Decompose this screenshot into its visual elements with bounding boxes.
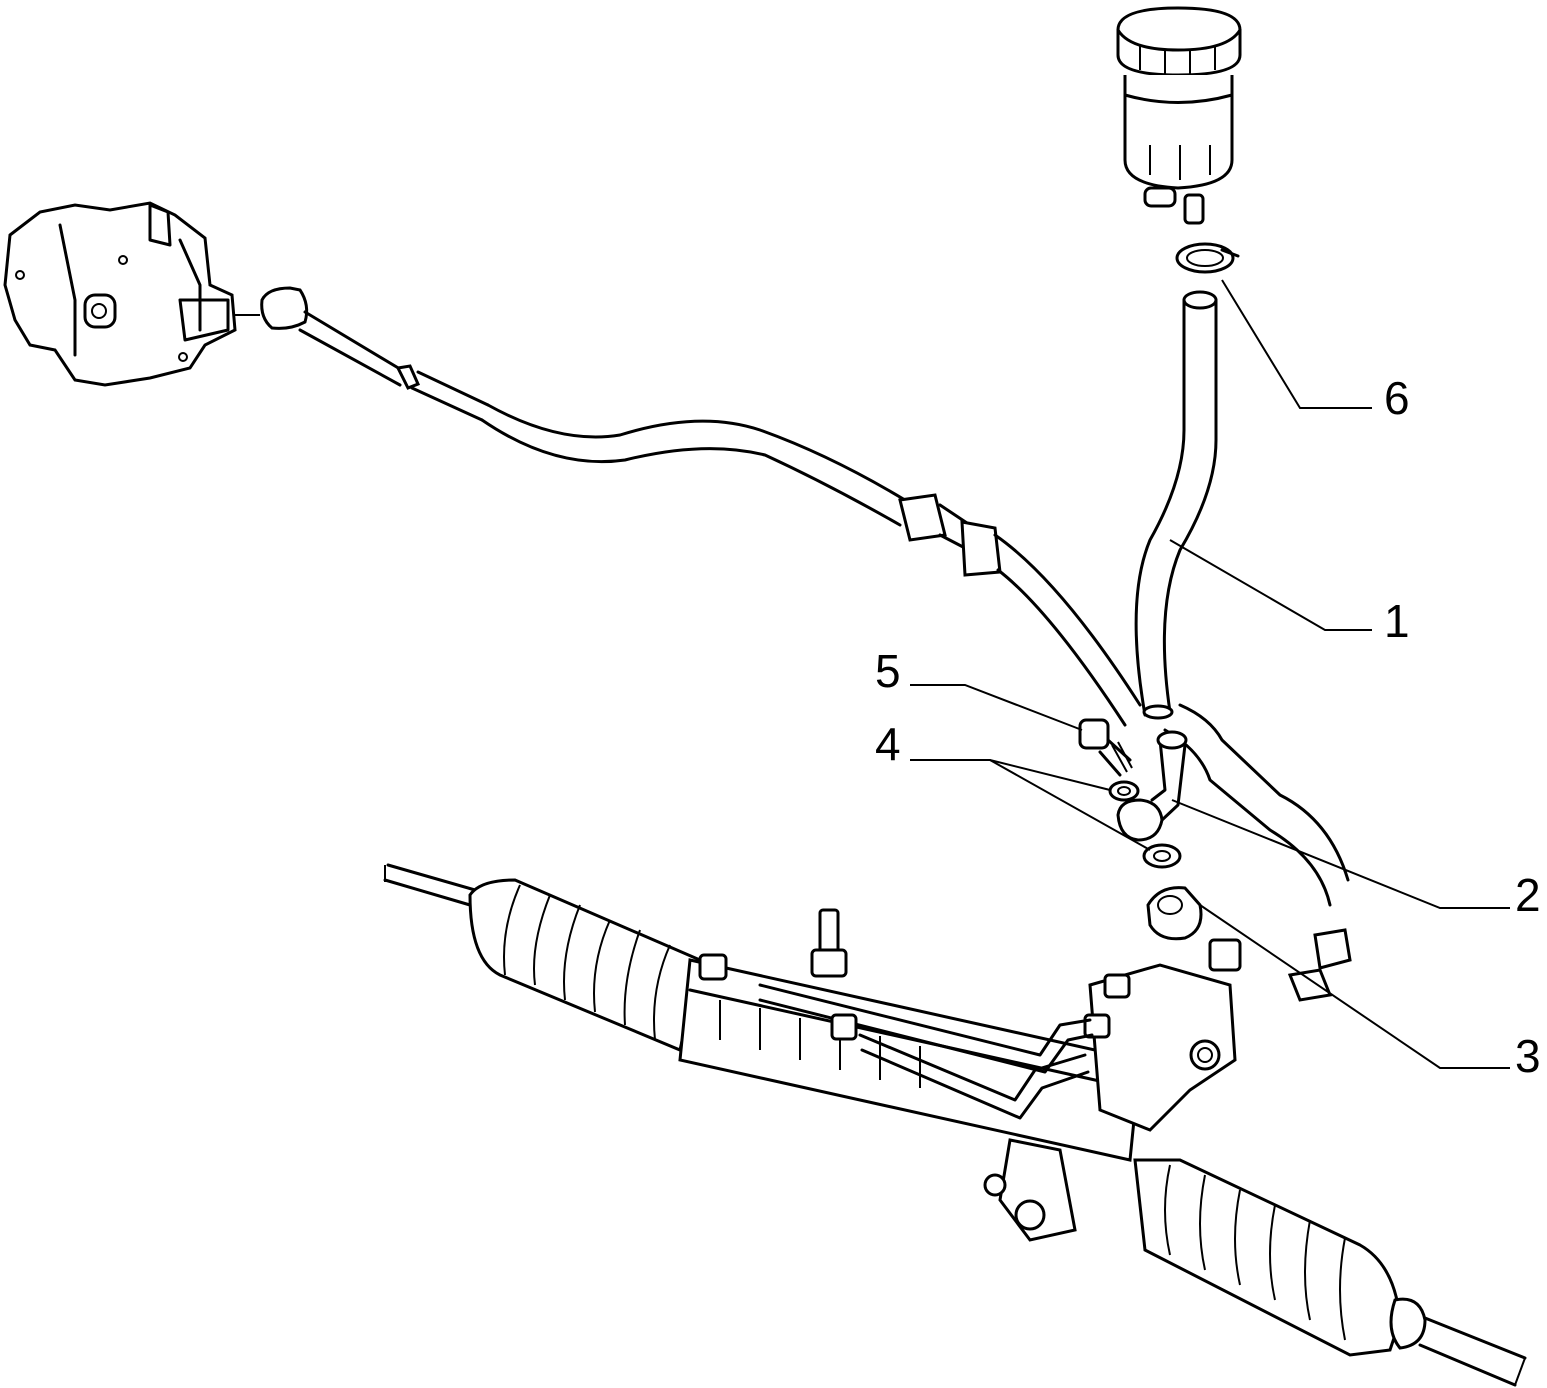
callout-6: 6 — [1384, 372, 1410, 424]
callout-5: 5 — [875, 645, 901, 697]
callout-3: 3 — [1515, 1030, 1541, 1082]
leader-lines — [910, 279, 1510, 1069]
power-steering-pump — [3, 201, 260, 387]
banjo-fitting-part-2 — [1116, 730, 1188, 842]
pressure-hose — [260, 286, 1352, 1002]
leader-line-3 — [1199, 904, 1510, 1069]
callout-1: 1 — [1384, 595, 1410, 647]
leader-line-5 — [910, 684, 1083, 731]
callout-2: 2 — [1515, 869, 1541, 921]
leader-line-4a — [910, 759, 1111, 791]
callout-4: 4 — [875, 718, 901, 770]
leader-line-4b — [989, 759, 1151, 851]
steering-rack — [383, 863, 1527, 1387]
leader-line-1 — [1169, 539, 1372, 631]
leader-line-6 — [1221, 279, 1372, 409]
fluid-reservoir — [1116, 6, 1242, 225]
leader-line-2 — [1171, 799, 1510, 909]
union-adapter-part-3 — [1146, 886, 1203, 941]
hose-clamp-part-6 — [1175, 242, 1240, 274]
sealing-washers-part-4 — [1108, 780, 1182, 869]
return-hose-part-1 — [1134, 290, 1218, 720]
banjo-bolt-part-5 — [1078, 718, 1133, 777]
